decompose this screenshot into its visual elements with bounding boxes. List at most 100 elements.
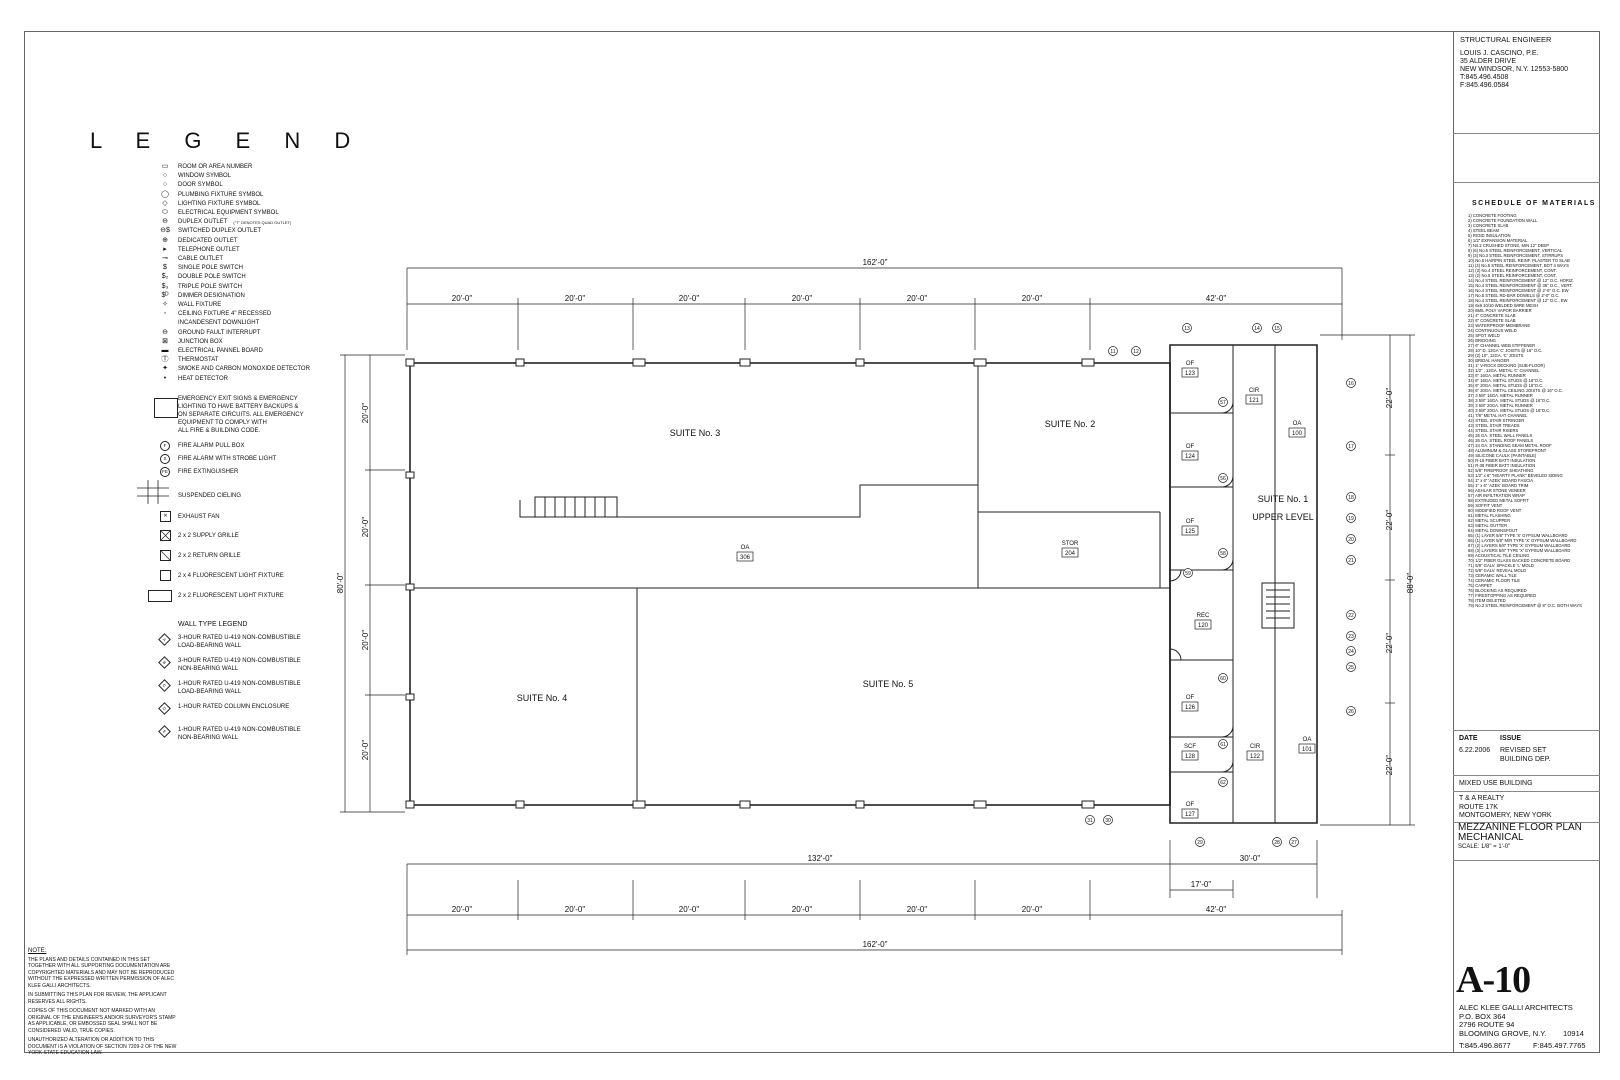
equipment-tag-number: 29 [1197,840,1203,846]
room-number: 126 [1185,705,1196,711]
fire-alarm-pull-box-icon: F [160,441,170,451]
title-block-divider [1453,133,1600,134]
dimension-label: 22'-0" [1385,510,1394,531]
telephone-outlet-icon: ▸ [163,245,167,253]
stair-suite3 [534,496,618,518]
dimension-label: 20'-0" [452,905,473,914]
room-number-box [1181,750,1199,761]
room-name: STOR [1062,541,1079,547]
dimension-label: 20'-0" [1022,294,1043,303]
sheet-number: A-10 [1456,959,1531,1001]
dimension-label: 20'-0" [792,905,813,914]
equipment-tag-number: 15 [1274,326,1280,332]
material-item: 59) SOFFIT VENT [1468,503,1503,508]
wall-legend-title: WALL TYPE LEGEND [178,621,248,628]
dimension-label: 22'-0" [1385,755,1394,776]
room-number: 100 [1292,431,1303,437]
room-name: OF [1186,444,1195,450]
material-item: 57) AIR INFILTRATION WRAP [1468,493,1525,498]
room-number-box [1246,750,1264,761]
material-item: 15) No.4 STEEL REINFORCEMENT @ 36" O.C.,… [1468,283,1573,288]
wall-type-label: LOAD-BEARING WALL [178,643,242,649]
equipment-tag-circle [1272,323,1282,333]
legend-label: DEDICATED OUTLET [178,237,238,244]
material-item: 3) CONCRETE SLAB [1468,223,1509,228]
double-pole-switch-icon: $₂ [161,273,169,281]
dimension-label: 30'-0" [1240,854,1261,863]
material-item: 30) BRIDAL HANGER [1468,358,1510,363]
equipment-tag-number: 56 [1220,476,1226,482]
equipment-tag-circle [1346,492,1356,502]
room-name: CIR [1249,388,1260,394]
equipment-tag-circle [1131,346,1141,356]
legend-label: ELECTRICAL EQUIPMENT SYMBOL [178,210,279,216]
dimension-label: 20'-0" [361,517,370,538]
equipment-tag-circle [1195,837,1205,847]
fluorescent-2x4-icon [160,570,171,581]
project-type: MIXED USE BUILDING [1459,780,1533,787]
material-item: 73) CERAMIC WALL TILE [1468,573,1517,578]
door-swing [1221,401,1234,414]
legend-label-note: ("T" DENOTES QUAD OUTLET) [233,219,292,225]
material-item: 39) 3 5/8" 20GA. METAL RUNNER [1468,403,1533,408]
panel-board-icon: ▬ [161,347,169,354]
wall-type-label: 1-HOUR RATED COLUMN ENCLOSURE [178,704,290,710]
room-number: 128 [1185,754,1196,760]
legend-label: 2 x 2 FLUORESCENT LIGHT FIXTURE [178,593,284,599]
title-block-divider [1453,182,1600,183]
material-item: 43) STEEL STAIR TREADS [1468,423,1520,428]
material-item: 54) 1" x 6" 'AZEK' BOARD FASCIA [1468,478,1534,483]
material-item: 45) 26 GA. STEEL WALL PANELS [1468,433,1533,438]
door-swing [1221,725,1234,738]
dimension-label: 22'-0" [1385,388,1394,409]
room-number: 120 [1198,623,1209,629]
material-item: 31) 1" V-ROCK DECKING (SUB-FLOOR) [1468,363,1545,368]
room-number-box [1288,427,1306,438]
architect-line: 2796 ROUTE 94 [1459,1020,1515,1029]
legend-label: HEAT DETECTOR [178,375,229,382]
material-item: 46) 26 GA. STEEL ROOF PANELS [1468,438,1534,443]
legend-row: ✦SMOKE AND CARBON MONOXIDE DETECTOR [158,364,310,374]
room-name: OF [1186,695,1195,701]
equipment-tag-circle [1289,837,1299,847]
room-number-box [1245,394,1263,405]
legend-label: CABLE OUTLET [178,256,224,262]
room-number: 204 [1065,551,1076,557]
equipment-tag-number: 25 [1348,665,1354,671]
dimension-overall: 80'-0" [336,573,345,594]
drawing-title-line1: MEZZANINE FLOOR PLAN [1458,822,1582,833]
material-item: 35) 6" 20GA. METAL STUDS @ 16"O.C. [1468,383,1544,388]
material-item: 6) 1/2" EXPANSION MATERIAL [1468,238,1528,243]
equipment-tag-number: 61 [1220,742,1226,748]
dimension-overall: 88'-0" [1406,573,1415,594]
material-item: 33) 6" 16GA. METAL RUNNER [1468,373,1526,378]
legend-label: DOOR SYMBOL [178,182,223,189]
material-item: 56) ASHLAR STONE VENEER [1468,488,1526,493]
material-item: 64) METAL DOWNSPOUT [1468,528,1518,533]
legend-label: TELEPHONE OUTLET [178,246,240,253]
legend-row: ▭ROOM OR AREA NUMBER [158,162,253,172]
building-wall-main [409,362,1171,806]
equipment-tag-number: 22 [1348,613,1354,619]
legend-label: 2 x 2 SUPPLY GRILLE [178,533,239,539]
legend-label: SWITCHED DUPLEX OUTLET [178,228,262,235]
material-item: 72) 5/8" GALV. REVEAL MOLD [1468,568,1527,573]
dimension-label: 42'-0" [1206,294,1227,303]
title-block-divider [1453,775,1600,776]
material-item: 16) No.4 STEEL REINFORCEMENT @ 2'-0" O.C… [1468,288,1569,293]
material-item: 44) STEEL STAIR RISERS [1468,428,1519,433]
fluorescent-2x2-icon [148,590,172,602]
notes-paragraph: UNAUTHORIZED ALTERATION OR ADDITION TO T… [28,1037,177,1056]
equipment-tag-number: 26 [1348,709,1354,715]
dimension-overall: 162'-0" [863,258,888,267]
equipment-tag-number: 31 [1087,818,1093,824]
legend-label: ROOM OR AREA NUMBER [178,164,253,170]
title-block-divider [1453,860,1600,861]
material-item: 20) 6MIL POLY VAPOR BARRIER [1468,308,1532,313]
legend-label: SUSPENDED CIELING [178,493,242,499]
material-item: 42) STEEL STAIR STRINGER [1468,418,1525,423]
notes-paragraph: IN SUBMITTING THIS PLAN FOR REVIEW, THE … [28,992,167,1005]
suite-label-s4: SUITE No. 4 [517,693,568,703]
